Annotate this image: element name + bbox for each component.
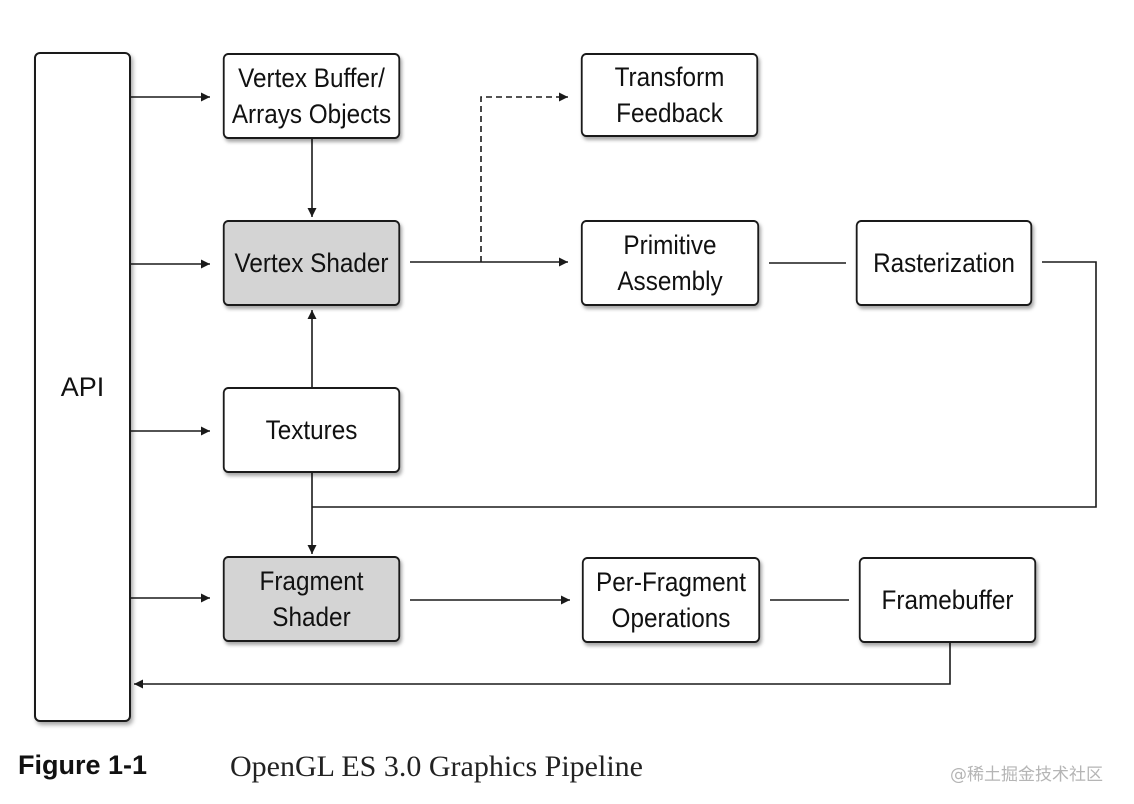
primitive-assembly-node: Primitive Assembly <box>580 220 760 306</box>
api-label: API <box>60 372 105 402</box>
per-fragment-operations-label: Per-Fragment Operations <box>596 567 746 633</box>
rasterization-node: Rasterization <box>855 220 1033 306</box>
framebuffer-label: Framebuffer <box>881 585 1014 615</box>
per-fragment-operations-node: Per-Fragment Operations <box>581 557 761 643</box>
edge-framebuffer-to-api <box>134 643 951 689</box>
rasterization-label: Rasterization <box>873 248 1015 278</box>
api-node: API <box>34 52 131 722</box>
vertex-shader-node: Vertex Shader <box>222 220 401 306</box>
vertex-shader-label: Vertex Shader <box>234 248 389 278</box>
vertex-buffer-node: Vertex Buffer/ Arrays Objects <box>222 53 401 139</box>
transform-feedback-label: Transform Feedback <box>614 62 725 128</box>
vertex-buffer-label: Vertex Buffer/ Arrays Objects <box>231 63 392 129</box>
figure-label: Figure 1-1 <box>18 750 148 780</box>
figure-title: OpenGL ES 3.0 Graphics Pipeline <box>230 750 643 783</box>
watermark: @稀土掘金技术社区 <box>950 765 1103 785</box>
textures-label: Textures <box>265 415 358 445</box>
framebuffer-node: Framebuffer <box>858 557 1037 643</box>
fragment-shader-node: Fragment Shader <box>222 556 401 642</box>
edge-vertex-shader-to-transform-feedback <box>480 92 568 262</box>
primitive-assembly-label: Primitive Assembly <box>617 230 723 296</box>
textures-node: Textures <box>222 387 401 473</box>
fragment-shader-label: Fragment Shader <box>259 566 364 632</box>
edge-rasterization-to-fragment-shader <box>312 261 1097 508</box>
transform-feedback-node: Transform Feedback <box>580 53 759 137</box>
